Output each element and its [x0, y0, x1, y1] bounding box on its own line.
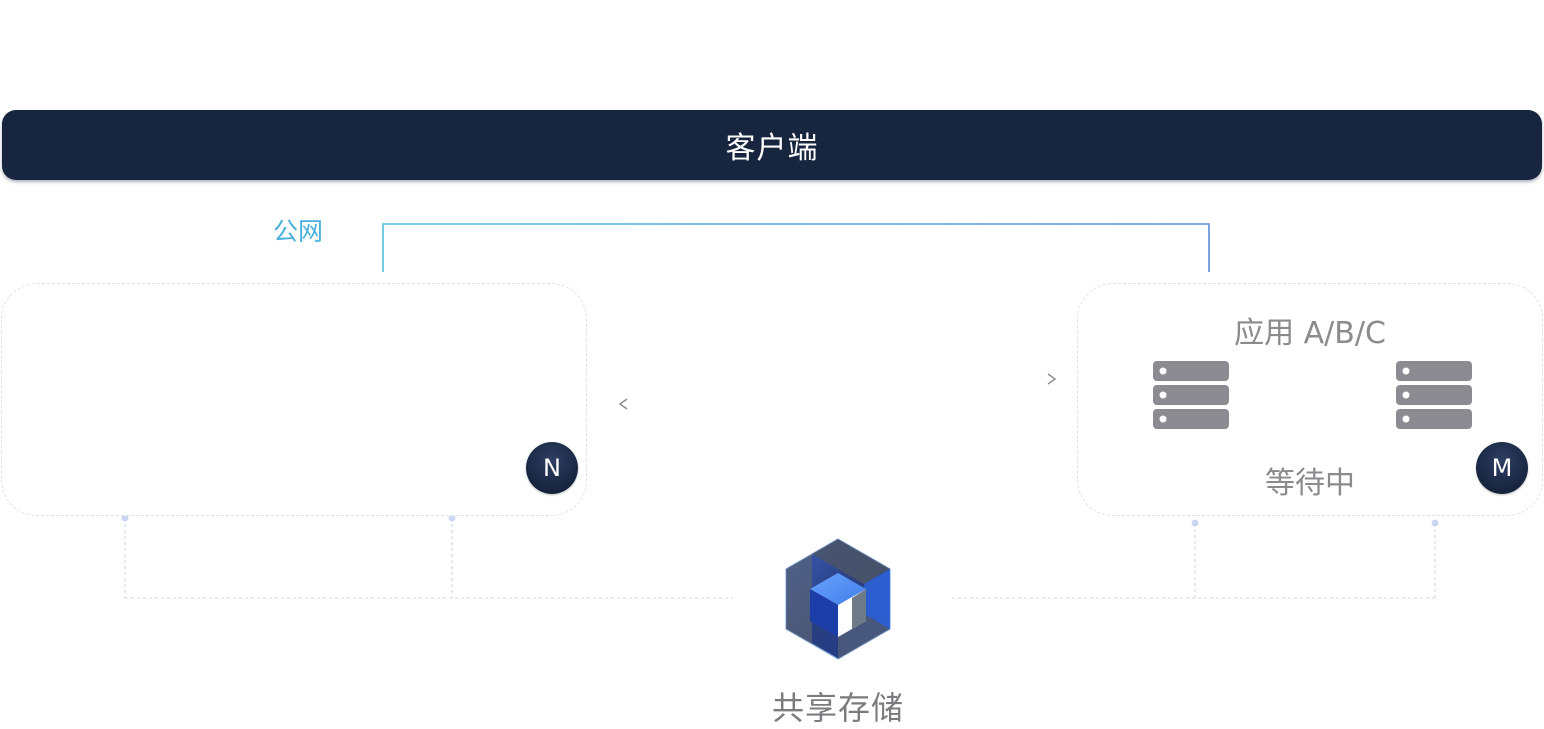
link-dot: [1431, 519, 1439, 527]
server-rack-icon: [1153, 361, 1229, 429]
link-dot: [448, 514, 456, 522]
status-waiting: 等待中: [1265, 466, 1355, 501]
sync-arrow-left: [618, 398, 1055, 410]
storage-link-left: [124, 518, 733, 599]
server-rack-icon: [1396, 361, 1472, 429]
app-title: 应用 A/B/C: [1234, 316, 1386, 351]
client-label: 客户端: [725, 131, 819, 166]
public-network-label: 公网: [273, 217, 324, 246]
cluster-panel-left: [1, 283, 587, 516]
link-dot: [1191, 519, 1199, 527]
node-count-badge-m: M: [1476, 442, 1528, 494]
public-network-link: [382, 223, 1210, 272]
node-count-badge-n: N: [526, 442, 578, 494]
link-dot: [121, 514, 129, 522]
storage-link-right: [952, 523, 1436, 599]
client-bar: 客户端: [2, 110, 1542, 180]
sync-arrow-right: [620, 373, 1057, 385]
shared-storage-cube-icon: [785, 538, 891, 660]
shared-storage-label: 共享存储: [771, 689, 904, 727]
